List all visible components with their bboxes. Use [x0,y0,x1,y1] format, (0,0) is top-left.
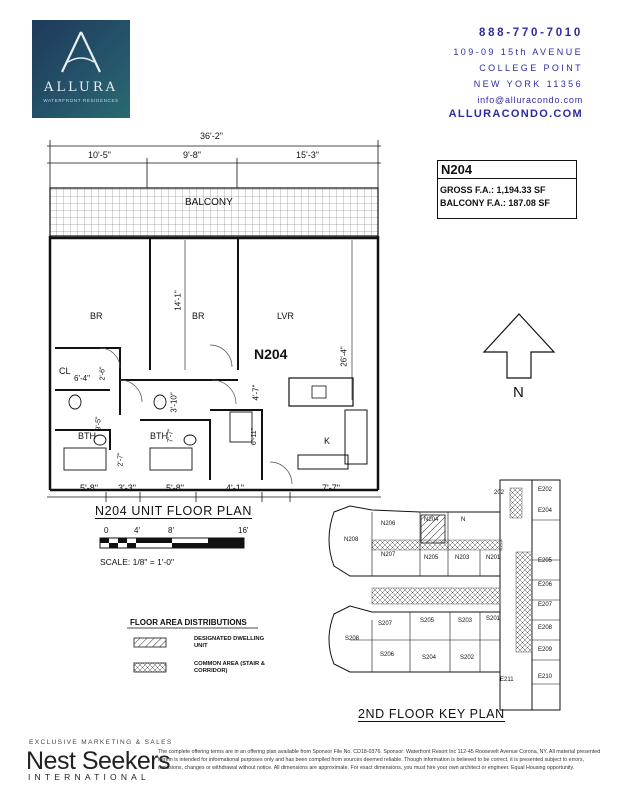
contact-website[interactable]: ALLURACONDO.COM [448,108,583,120]
unit-floor-plan-title: N204 UNIT FLOOR PLAN [95,504,252,519]
scale-tick-8: 8' [168,526,174,535]
legend-common: COMMON AREA (STAIR & CORRIDOR) [194,661,265,674]
room-cl: CL [59,366,71,376]
top-dim-3: 15'-3" [296,150,319,160]
contact-phone[interactable]: 888-770-7010 [478,27,583,39]
north-arrow-label: N [513,384,524,401]
room-br-2: BR [192,311,205,321]
allura-a-mark-icon [61,31,101,73]
dim-2-6: 2'-6" [99,366,107,381]
key-unit-n201: N201 [486,555,501,561]
overall-dimension: 36'-2" [200,131,223,141]
key-unit-e205: E205 [538,558,553,564]
contact-email[interactable]: info@alluracondo.com [477,95,583,105]
key-unit-s208: S208 [345,636,360,642]
dim-6-11: 6'-11" [251,427,259,446]
legend-designated: DESIGNATED DWELLING UNIT [194,636,265,649]
bottom-dim-3: 5'-8" [166,483,184,493]
balcony-area: BALCONY F.A.: 187.08 SF [440,198,550,208]
unit-info-box: N204 GROSS F.A.: 1,194.33 SF BALCONY F.A… [437,160,577,219]
key-unit-s207: S207 [378,621,393,627]
key-unit-n208: N208 [344,537,359,543]
contact-address-3: NEW YORK 11356 [473,79,583,89]
key-unit-n207: N207 [381,552,396,558]
bottom-dim-5: 7'-7" [322,483,340,493]
allura-logo: ALLURA WATERFRONT RESIDENCES [32,20,130,118]
scale-tick-4: 4' [134,526,140,535]
key-unit-e202: E202 [538,487,553,493]
key-unit-n206: N206 [381,521,396,527]
exclusive-marketing-label: EXCLUSIVE MARKETING & SALES [29,739,173,746]
key-unit-202: 202 [494,490,505,496]
room-k: K [324,436,331,446]
key-unit-e210: E210 [538,674,553,680]
balcony-label: BALCONY [185,197,233,208]
dim-4-7: 4'-7" [251,384,261,401]
top-dim-1: 10'-5" [88,150,111,160]
key-unit-e209: E209 [538,647,553,653]
contact-address-1: 109-09 15th AVENUE [453,47,583,57]
bottom-dim-4: 4'-1" [226,483,244,493]
room-br-1: BR [90,311,103,321]
key-unit-e206: E206 [538,582,553,588]
key-unit-s202: S202 [460,655,475,661]
room-lvr: LVR [277,311,294,321]
key-unit-s201: S201 [486,616,501,622]
key-unit-e207: E207 [538,602,553,608]
scale-tick-16: 16' [238,526,249,535]
key-plan-north: N [461,517,466,523]
contact-address-2: COLLEGE POINT [479,63,583,73]
key-unit-s204: S204 [422,655,437,661]
key-unit-e208: E208 [538,625,553,631]
room-bth-1: BTH [78,431,96,441]
dim-7-7-inner: 7'-7" [167,428,175,443]
key-unit-s203: S203 [458,618,473,624]
legend-title: FLOOR AREA DISTRIBUTIONS [130,618,247,627]
unit-info-title: N204 [438,161,576,179]
bottom-dim-1: 5'-8" [80,483,98,493]
scale-tick-0: 0 [104,526,109,535]
dim-3-10: 3'-10" [169,392,179,413]
legal-disclaimer: The complete offering terms are in an of… [158,749,601,772]
key-plan-title: 2ND FLOOR KEY PLAN [358,707,505,722]
brand-name: ALLURA [43,80,119,95]
dim-9-5: 9'-5" [95,416,103,431]
dim-2-7: 2'-7" [117,452,125,467]
dim-14-1: 14'-1" [173,290,183,311]
top-dim-2: 9'-8" [183,150,201,160]
key-unit-s205: S205 [420,618,435,624]
bottom-dim-2: 3'-3" [118,483,136,493]
unit-label: N204 [254,346,288,362]
key-unit-s206: S206 [380,652,395,658]
nest-seekers-logo: Nest Seekers [26,747,171,775]
key-unit-n205: N205 [424,555,439,561]
dim-26-4: 26'-4" [339,346,349,367]
key-unit-e204: E204 [538,508,553,514]
key-unit-e211: E211 [500,677,514,683]
scale-label: SCALE: 1/8" = 1'-0" [100,557,175,567]
brand-tagline: WATERFRONT RESIDENCES [43,98,119,103]
key-unit-n204: N204 [424,517,439,523]
key-unit-n203: N203 [455,555,470,561]
gross-area: GROSS F.A.: 1,194.33 SF [440,185,546,195]
dim-6-4: 6'-4" [74,374,90,383]
nest-seekers-subtitle: INTERNATIONAL [28,772,150,782]
room-bth-2: BTH [150,431,168,441]
